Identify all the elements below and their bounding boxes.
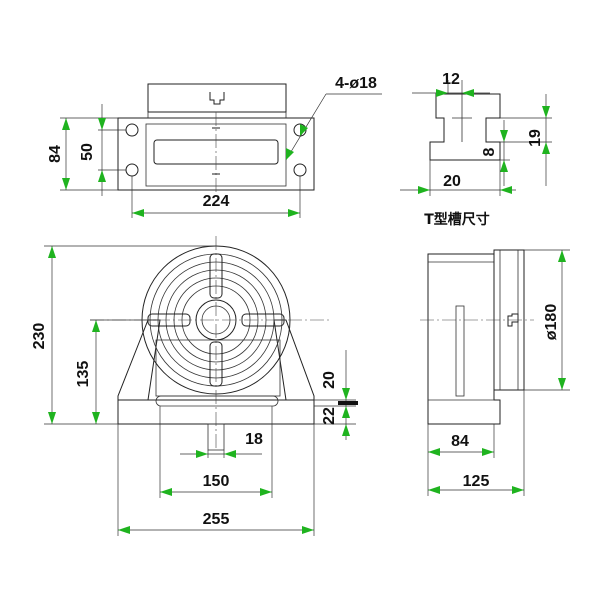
mount-hole-tl bbox=[125, 123, 139, 137]
dim-150: 150 bbox=[203, 473, 230, 490]
dim-224: 224 bbox=[203, 193, 230, 210]
front-base-slot bbox=[155, 395, 279, 407]
top-view: 84 50 224 4-ø18 bbox=[47, 75, 382, 218]
t-slot-detail: 12 19 8 20 T型槽尺寸 bbox=[400, 71, 552, 228]
dim-84-side: 84 bbox=[451, 433, 469, 450]
dim-20-front: 20 bbox=[321, 371, 338, 389]
dim-50: 50 bbox=[79, 143, 96, 161]
mount-hole-bl bbox=[125, 163, 139, 177]
top-view-key-notch bbox=[209, 92, 225, 105]
front-right-support bbox=[273, 319, 315, 401]
mount-hole-br bbox=[293, 163, 307, 177]
dim-22: 22 bbox=[321, 407, 338, 425]
side-key bbox=[507, 313, 519, 327]
dim-255: 255 bbox=[203, 511, 230, 528]
side-slot bbox=[455, 305, 465, 397]
dim-18: 18 bbox=[245, 431, 263, 448]
dim-12: 12 bbox=[442, 71, 460, 88]
side-view: ø180 84 125 bbox=[420, 249, 570, 496]
top-view-inner-frame bbox=[145, 123, 287, 187]
dim-84: 84 bbox=[47, 145, 64, 163]
dim-phi180: ø180 bbox=[543, 304, 560, 341]
front-view: 230 135 20 22 18 150 bbox=[31, 236, 358, 536]
hole-callout: 4-ø18 bbox=[335, 75, 377, 92]
front-bottom-key bbox=[207, 423, 225, 451]
dim-125: 125 bbox=[463, 473, 490, 490]
top-view-upper-block bbox=[147, 83, 287, 113]
dim-20: 20 bbox=[443, 173, 461, 190]
dim-8: 8 bbox=[481, 147, 498, 156]
dim-230: 230 bbox=[31, 323, 48, 350]
dim-135: 135 bbox=[75, 361, 92, 388]
t-slot-caption: T型槽尺寸 bbox=[424, 211, 490, 228]
dim-19: 19 bbox=[527, 129, 544, 147]
dim-tick-band bbox=[338, 401, 358, 405]
